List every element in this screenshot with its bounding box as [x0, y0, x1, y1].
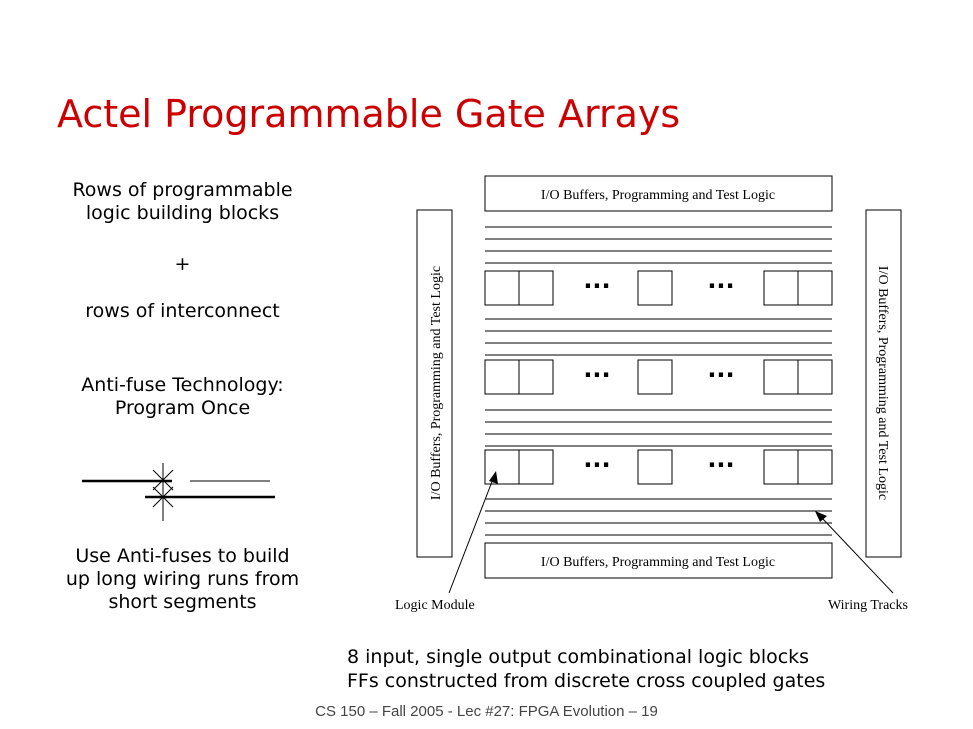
antifuse-symbol — [82, 463, 275, 521]
wiring-tracks — [485, 226, 832, 536]
bottom-io-label: I/O Buffers, Programming and Test Logic — [541, 555, 775, 570]
use-line-2: up long wiring runs from — [65, 568, 300, 590]
left-io-buffer-box: I/O Buffers, Programming and Test Logic — [416, 209, 453, 558]
bottom-io-buffer-box: I/O Buffers, Programming and Test Logic — [484, 542, 833, 579]
plus-sign: + — [174, 253, 191, 275]
antifuse-line-1: Anti-fuse Technology: — [81, 374, 284, 396]
wiring-tracks-arrow — [815, 511, 894, 594]
left-io-label: I/O Buffers, Programming and Test Logic — [429, 266, 444, 500]
bottom-line-1: 8 input, single output combinational log… — [347, 646, 810, 668]
rows-description: Rows of programmable logic building bloc… — [30, 179, 335, 225]
interconnect-text: rows of interconnect — [85, 300, 280, 322]
slide-title: Actel Programmable Gate Arrays — [57, 92, 681, 136]
right-io-label: I/O Buffers, Programming and Test Logic — [875, 266, 890, 500]
antifuse-line-2: Program Once — [114, 397, 251, 419]
row-2-dots-left: ··· — [583, 361, 610, 389]
top-io-label: I/O Buffers, Programming and Test Logic — [541, 188, 775, 203]
logic-module-row-2 — [484, 359, 833, 395]
bottom-line-2: FFs constructed from discrete cross coup… — [347, 670, 826, 692]
row-2-dots-right: ··· — [707, 361, 734, 389]
logic-module-row-1 — [484, 270, 833, 306]
use-line-1: Use Anti-fuses to build — [75, 545, 290, 567]
use-antifuse-description: Use Anti-fuses to build up long wiring r… — [30, 545, 335, 614]
use-line-3: short segments — [108, 591, 257, 613]
rows-line-1: Rows of programmable — [72, 179, 293, 201]
row-3-dots-right: ··· — [707, 451, 734, 479]
antifuse-description: Anti-fuse Technology: Program Once — [30, 374, 335, 420]
logic-module-label: Logic Module — [395, 598, 475, 613]
row-3-dots-left: ··· — [583, 451, 610, 479]
rows-line-2: logic building blocks — [85, 202, 280, 224]
row-1-dots-right: ··· — [707, 272, 734, 300]
logic-module-row-3 — [484, 449, 833, 485]
right-io-buffer-box: I/O Buffers, Programming and Test Logic — [865, 209, 902, 558]
slide-footer: CS 150 – Fall 2005 - Lec #27: FPGA Evolu… — [315, 703, 658, 720]
logic-block-description: 8 input, single output combinational log… — [347, 645, 825, 693]
row-1-dots-left: ··· — [583, 272, 610, 300]
wiring-tracks-label: Wiring Tracks — [828, 598, 908, 613]
top-io-buffer-box: I/O Buffers, Programming and Test Logic — [484, 175, 833, 212]
logic-module-arrow — [448, 471, 498, 594]
